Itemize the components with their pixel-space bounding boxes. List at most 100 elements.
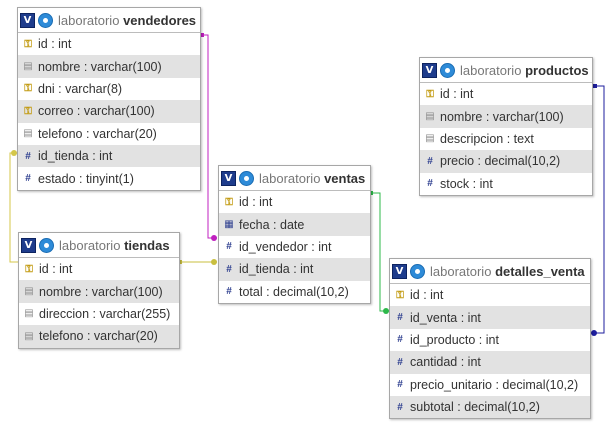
gear-icon[interactable] [39, 237, 54, 253]
column-row[interactable]: ▤ nombre : varchar(100) [18, 55, 200, 78]
column-label: direccion : varchar(255) [39, 306, 171, 321]
table-header[interactable]: V laboratorio detalles_venta [390, 259, 590, 284]
column-row[interactable]: ⚿id : int [219, 191, 370, 213]
number-icon: # [25, 173, 31, 185]
column-row[interactable]: ▤ direccion : varchar(255) [19, 303, 179, 325]
column-row[interactable]: ▤nombre : varchar(100) [19, 280, 179, 303]
gear-icon[interactable] [440, 62, 455, 78]
number-icon: # [397, 334, 403, 346]
toggle-icon[interactable]: V [20, 12, 35, 28]
column-row[interactable]: ▦ fecha : date [219, 213, 370, 236]
key-icon: ⚿ [25, 263, 33, 275]
key-icon: ⚿ [426, 88, 434, 100]
column-label: nombre : varchar(100) [38, 59, 162, 74]
column-label: cantidad : int [410, 355, 481, 370]
column-label: id : int [38, 37, 72, 52]
column-row[interactable]: #precio_unitario : decimal(10,2) [390, 374, 590, 396]
table-title: laboratorio tiendas [59, 238, 170, 253]
column-label: dni : varchar(8) [38, 81, 123, 96]
number-icon: # [397, 401, 403, 413]
string-icon: ▤ [24, 308, 34, 320]
table-vendedores[interactable]: V laboratorio vendedores ⚿ id : int ▤ nombr… [17, 7, 201, 191]
column-label: total : decimal(10,2) [239, 284, 349, 299]
table-title: laboratorio vendedores [58, 13, 196, 28]
table-header[interactable]: V laboratorio ventas [219, 166, 370, 191]
number-icon: # [397, 312, 403, 324]
column-row[interactable]: #id_vendedor : int [219, 236, 370, 258]
table-ventas[interactable]: V laboratorio ventas ⚿id : int ▦ fecha : d… [218, 165, 371, 304]
gear-icon[interactable] [239, 170, 254, 186]
column-row[interactable]: #stock : int [420, 173, 592, 195]
toggle-icon[interactable]: V [392, 263, 407, 279]
key-icon: ⚿ [24, 38, 32, 50]
number-icon: # [427, 155, 433, 167]
column-row[interactable]: # id_tienda : int [219, 258, 370, 281]
number-icon: # [25, 150, 31, 162]
database-name: laboratorio [460, 62, 522, 78]
column-row[interactable]: # id_venta : int [390, 306, 590, 329]
date-icon: ▦ [224, 219, 234, 231]
column-row[interactable]: ▤telefono : varchar(20) [18, 123, 200, 145]
column-row[interactable]: ▤telefono : varchar(20) [19, 325, 179, 348]
column-row[interactable]: # precio : decimal(10,2) [420, 150, 592, 173]
table-header[interactable]: V laboratorio productos [420, 58, 592, 83]
table-name: vendedores [123, 12, 197, 28]
column-row[interactable]: ⚿ dni : varchar(8) [18, 78, 200, 100]
column-row[interactable]: # cantidad : int [390, 351, 590, 374]
column-row[interactable]: # subtotal : decimal(10,2) [390, 395, 590, 419]
column-label: id : int [410, 288, 444, 303]
column-label: fecha : date [239, 217, 305, 232]
column-row[interactable]: ▤ nombre : varchar(100) [420, 105, 592, 128]
table-name: ventas [324, 170, 366, 186]
table-detalles-venta[interactable]: V laboratorio detalles_venta ⚿ id : int # i… [389, 258, 591, 420]
gear-icon[interactable] [38, 12, 53, 28]
gear-icon[interactable] [410, 263, 425, 279]
table-tiendas[interactable]: V laboratorio tiendas ⚿ id : int ▤nombre :… [18, 232, 180, 349]
column-label: precio : decimal(10,2) [440, 154, 561, 169]
table-title: laboratorio ventas [259, 171, 365, 186]
string-icon: ▤ [23, 61, 33, 73]
table-header[interactable]: V laboratorio vendedores [18, 8, 200, 33]
column-row[interactable]: #total : decimal(10,2) [219, 281, 370, 303]
column-row[interactable]: ⚿ id : int [18, 33, 200, 55]
string-icon: ▤ [24, 330, 34, 342]
number-icon: # [397, 379, 403, 391]
column-row[interactable]: # id_producto : int [390, 329, 590, 351]
column-row[interactable]: ⚿ id : int [390, 284, 590, 306]
table-productos[interactable]: V laboratorio productos ⚿id : int ▤ nombre… [419, 57, 593, 196]
column-row[interactable]: ⚿id : int [420, 83, 592, 105]
column-label: id_venta : int [410, 310, 481, 325]
key-icon: ⚿ [24, 83, 32, 95]
column-row[interactable]: #id_tienda : int [18, 144, 200, 168]
column-row[interactable]: ⚿ id : int [19, 258, 179, 280]
table-name: tiendas [124, 237, 170, 253]
toggle-icon[interactable]: V [422, 62, 437, 78]
string-icon: ▤ [24, 286, 34, 298]
column-row[interactable]: #estado : tinyint(1) [18, 167, 200, 189]
string-icon: ▤ [425, 111, 435, 123]
relation-productos-detalles [592, 85, 605, 334]
column-label: id_vendedor : int [239, 239, 332, 254]
column-row[interactable]: ⚿ correo : varchar(100) [18, 100, 200, 123]
column-row[interactable]: ▤descripcion : text [420, 128, 592, 150]
string-icon: ▤ [425, 133, 435, 145]
toggle-icon[interactable]: V [221, 170, 236, 186]
number-icon: # [427, 178, 433, 190]
key-icon: ⚿ [225, 196, 233, 208]
database-name: laboratorio [259, 170, 321, 186]
key-icon: ⚿ [396, 289, 404, 301]
table-header[interactable]: V laboratorio tiendas [19, 233, 179, 258]
column-label: id_producto : int [410, 332, 499, 347]
number-icon: # [397, 356, 403, 368]
key-icon: ⚿ [24, 105, 32, 117]
database-name: laboratorio [58, 12, 120, 28]
column-label: subtotal : decimal(10,2) [410, 400, 540, 415]
table-name: detalles_venta [495, 263, 585, 279]
column-label: id_tienda : int [239, 262, 314, 277]
toggle-icon[interactable]: V [21, 237, 36, 253]
column-label: id : int [39, 262, 73, 277]
column-label: nombre : varchar(100) [440, 109, 564, 124]
column-label: correo : varchar(100) [38, 104, 155, 119]
table-title: laboratorio productos [460, 63, 589, 78]
number-icon: # [226, 263, 232, 275]
